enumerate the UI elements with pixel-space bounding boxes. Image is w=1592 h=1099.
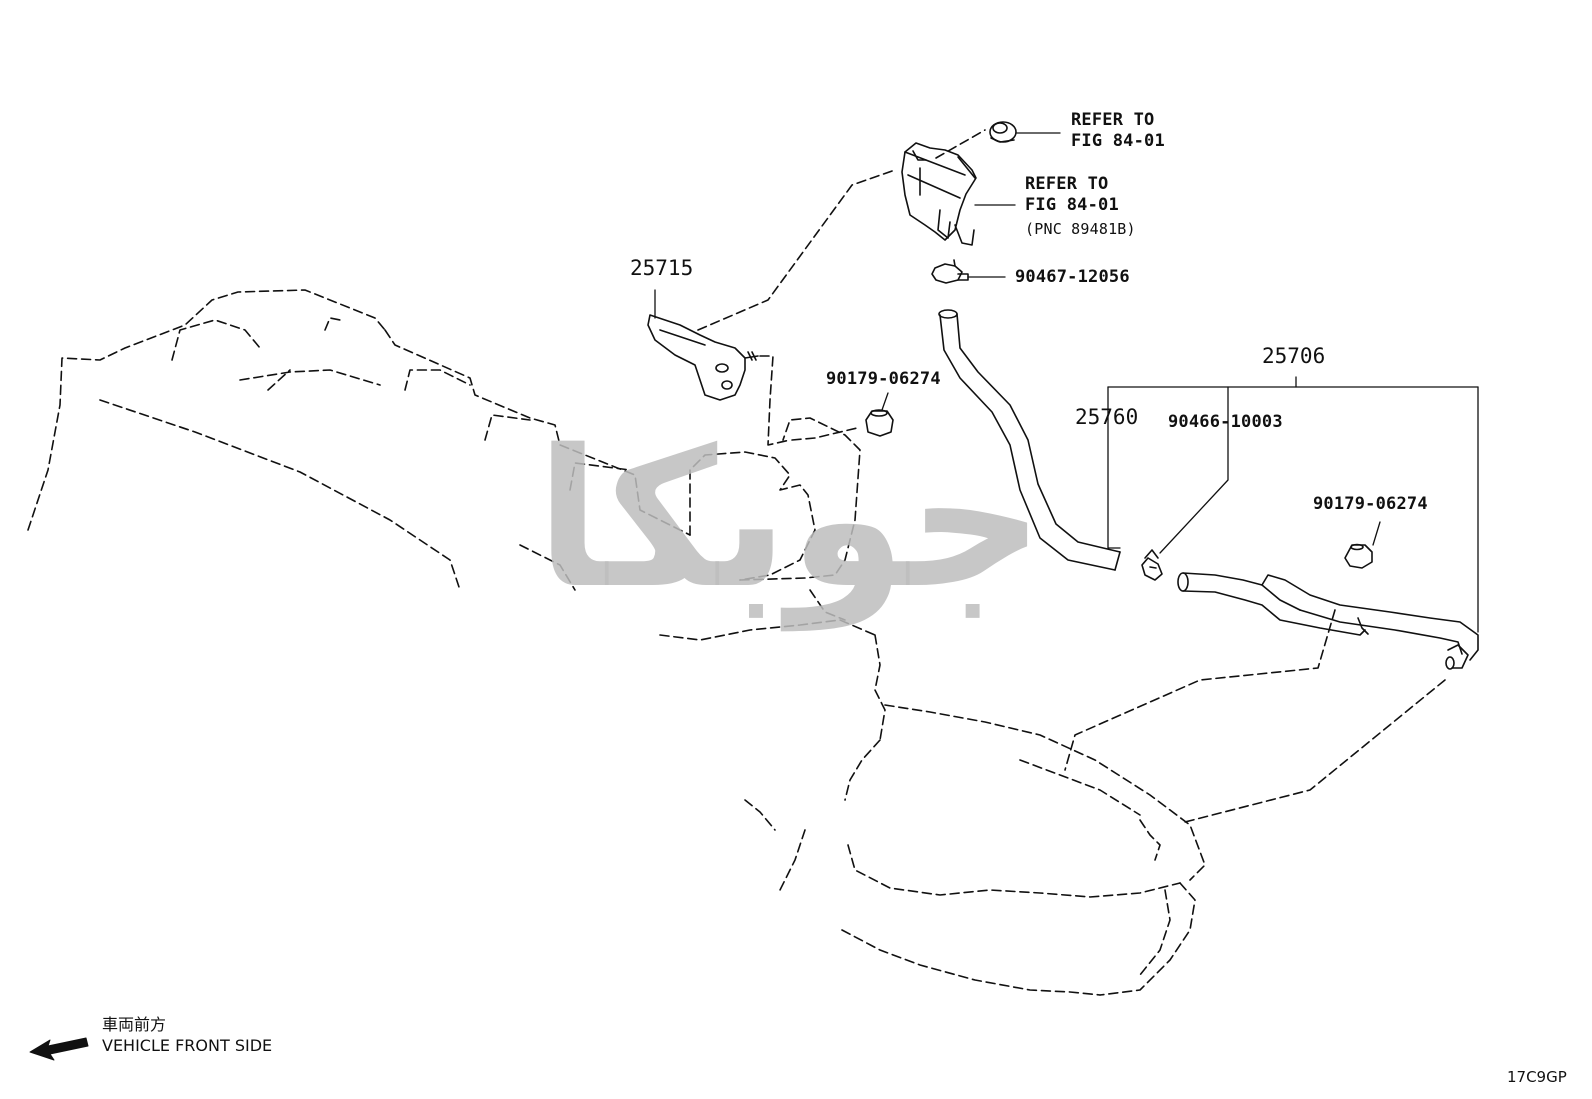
direction-label-en: VEHICLE FRONT SIDE — [102, 1036, 273, 1055]
callout-90179-06274-left: 90179-06274 — [826, 369, 941, 389]
clip-90467 — [932, 260, 968, 283]
pressure-sensor — [902, 143, 976, 245]
hose-25760 — [939, 310, 1120, 570]
nut-top — [990, 122, 1016, 142]
leader-lines — [655, 133, 1478, 632]
callout-90466-10003: 90466-10003 — [1168, 412, 1283, 432]
direction-label-jp: 車両前方 — [102, 1015, 167, 1034]
front-direction-arrow-icon — [30, 1038, 88, 1060]
callout-refer-top-1: REFER TO — [1071, 110, 1155, 130]
callout-refer-top-2: FIG 84-01 — [1071, 131, 1165, 151]
bracket-25715 — [648, 315, 758, 400]
callout-90179-06274-right: 90179-06274 — [1313, 494, 1428, 514]
callout-25706: 25706 — [1262, 344, 1326, 368]
figure-code: 17C9GP — [1507, 1068, 1567, 1086]
callout-25715: 25715 — [630, 256, 694, 280]
engine-outline — [28, 130, 1445, 995]
grommet-left — [866, 410, 893, 436]
callout-refer-mid-2: FIG 84-01 — [1025, 195, 1119, 215]
grommet-right — [1345, 545, 1372, 569]
pipe-25706 — [1178, 573, 1478, 669]
callout-90467-12056: 90467-12056 — [1015, 267, 1130, 287]
callout-pnc: (PNC 89481B) — [1025, 220, 1136, 238]
callout-25760: 25760 — [1075, 405, 1139, 429]
clamp-90466 — [1142, 550, 1162, 580]
callout-refer-mid-1: REFER TO — [1025, 174, 1109, 194]
watermark: جوبکا — [535, 409, 1044, 632]
